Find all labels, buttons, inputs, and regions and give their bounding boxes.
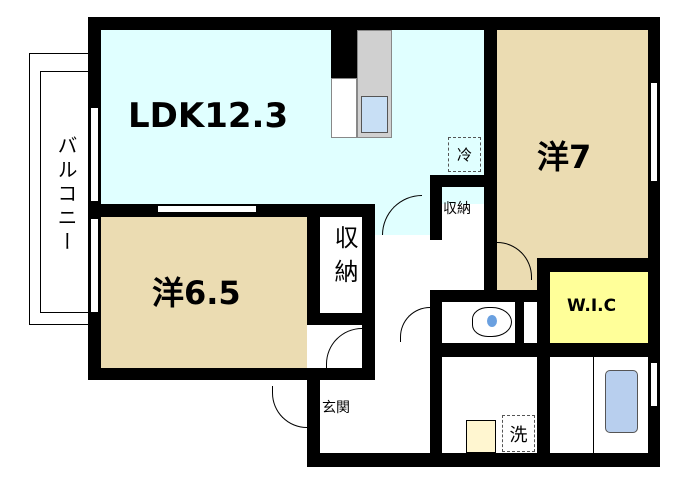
- western7-room: [497, 30, 648, 258]
- window-western65: [90, 218, 99, 313]
- kitchen-sink: [361, 96, 388, 133]
- washer-label: 洗: [509, 424, 528, 446]
- western65-label: 洋6.5: [152, 274, 241, 312]
- ldk-label: LDK12.3: [128, 96, 289, 136]
- wall-kitchen-column: [331, 30, 357, 78]
- wall-wash-top: [430, 343, 660, 357]
- wall-small-closet: [430, 175, 497, 187]
- fridge-space: 冷: [448, 137, 481, 172]
- balcony-label: バルコニー: [54, 135, 78, 255]
- door-western65[interactable]: [326, 328, 362, 368]
- kitchen-counter-white: [331, 78, 357, 138]
- wall-closet-bottom: [307, 313, 375, 325]
- wall-bottom: [307, 453, 660, 467]
- window-bath: [650, 362, 658, 407]
- door-toilet[interactable]: [400, 307, 430, 342]
- entrance-label: 玄関: [322, 400, 350, 416]
- sliding-door-ldk: [157, 205, 257, 213]
- fridge-label: 冷: [456, 146, 472, 164]
- toilet-bowl: [487, 315, 497, 327]
- wic-room: [550, 272, 648, 343]
- washer-space: 洗: [502, 415, 535, 452]
- wall-wic-top: [537, 258, 648, 272]
- window-western7: [650, 82, 658, 182]
- bathroom-line: [593, 357, 594, 453]
- window-ldk: [90, 107, 99, 202]
- wall-toilet-left: [430, 290, 442, 453]
- bathtub: [605, 370, 638, 433]
- wic-label: W.I.C: [567, 296, 617, 316]
- closet-large-label: 収納: [330, 225, 358, 293]
- wall-toilet-top: [430, 290, 550, 302]
- closet-small-label: 収納: [443, 201, 471, 217]
- wall-closet-right: [362, 204, 375, 380]
- western7-label: 洋7: [537, 138, 592, 176]
- wall-ldk-western7: [484, 17, 497, 290]
- wall-top: [88, 17, 660, 30]
- wall-bottom-left: [88, 368, 375, 380]
- front-door[interactable]: [272, 386, 307, 428]
- wall-toilet-right: [515, 302, 524, 343]
- washbasin: [466, 420, 496, 453]
- western65-room: [101, 217, 307, 368]
- wall-entrance-left: [307, 380, 320, 467]
- wall-closet-left: [307, 217, 320, 313]
- wall-small-closet-left: [430, 175, 442, 240]
